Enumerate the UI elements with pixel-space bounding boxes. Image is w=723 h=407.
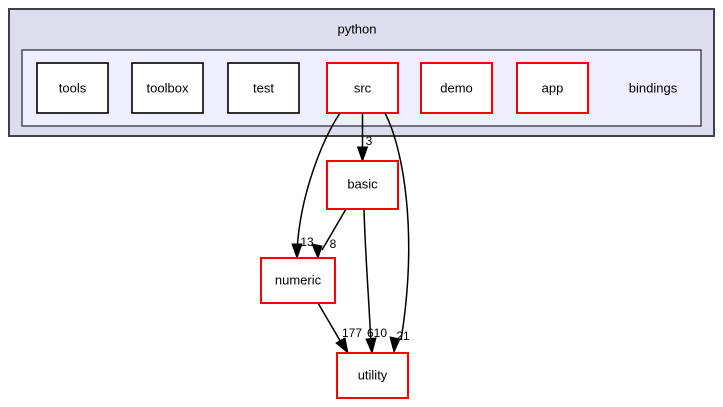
edge-src-basic-label: 3: [366, 134, 373, 148]
cluster-bindings-label: bindings: [629, 80, 678, 95]
edge-basic-numeric-path: [321, 208, 347, 251]
node-basic-label: basic: [347, 176, 378, 191]
node-toolbox-box[interactable]: [131, 62, 204, 114]
node-test-label: test: [253, 80, 274, 95]
node-app-label: app: [542, 80, 564, 95]
node-test-box[interactable]: [227, 62, 300, 114]
node-tools[interactable]: tools: [36, 62, 109, 114]
edge-numeric-utility-label: 177: [342, 326, 362, 340]
edge-numeric-utility: 177: [317, 302, 362, 355]
edge-basic-numeric: 8: [311, 208, 347, 260]
node-utility[interactable]: utility: [336, 352, 409, 399]
edge-basic-utility-arrowhead: [365, 337, 377, 355]
node-app[interactable]: app: [516, 62, 589, 114]
node-test[interactable]: test: [227, 62, 300, 114]
node-toolbox[interactable]: toolbox: [131, 62, 204, 114]
node-numeric[interactable]: numeric: [260, 257, 336, 304]
edge-numeric-utility-path: [317, 302, 343, 345]
edge-src-numeric-label: 13: [300, 235, 314, 249]
edge-basic-numeric-arrowhead: [311, 243, 323, 260]
node-basic[interactable]: basic: [326, 160, 399, 210]
edge-src-numeric-path: [296, 112, 341, 252]
node-demo-box[interactable]: [420, 62, 493, 114]
node-src-box[interactable]: [326, 62, 399, 114]
node-src[interactable]: src: [326, 62, 399, 114]
node-numeric-box[interactable]: [260, 257, 336, 304]
edge-numeric-utility-arrowhead: [335, 337, 349, 355]
cluster-python-label: python: [337, 21, 376, 36]
node-demo[interactable]: demo: [420, 62, 493, 114]
edge-src-basic: 3: [356, 113, 373, 163]
node-toolbox-label: toolbox: [147, 80, 189, 95]
edge-src-utility-label: 21: [396, 329, 410, 343]
edge-src-utility: 21: [384, 112, 410, 354]
node-tools-label: tools: [59, 80, 87, 95]
edge-src-utility-arrowhead: [389, 336, 401, 354]
node-src-label: src: [354, 80, 372, 95]
edge-src-numeric: 13: [291, 112, 341, 260]
edge-basic-utility-label: 610: [367, 326, 387, 340]
edge-src-basic-arrowhead: [356, 146, 369, 163]
node-tools-box[interactable]: [36, 62, 109, 114]
node-basic-box[interactable]: [326, 160, 399, 210]
edge-basic-utility-path: [363, 208, 372, 346]
node-app-box[interactable]: [516, 62, 589, 114]
edge-basic-utility: 610: [363, 208, 387, 355]
edge-basic-numeric-label: 8: [330, 237, 337, 251]
node-demo-label: demo: [440, 80, 473, 95]
edge-src-numeric-arrowhead: [291, 243, 303, 260]
node-utility-label: utility: [358, 367, 388, 382]
edge-src-utility-path: [384, 112, 410, 341]
node-numeric-label: numeric: [275, 272, 322, 287]
node-utility-box[interactable]: [336, 352, 409, 399]
